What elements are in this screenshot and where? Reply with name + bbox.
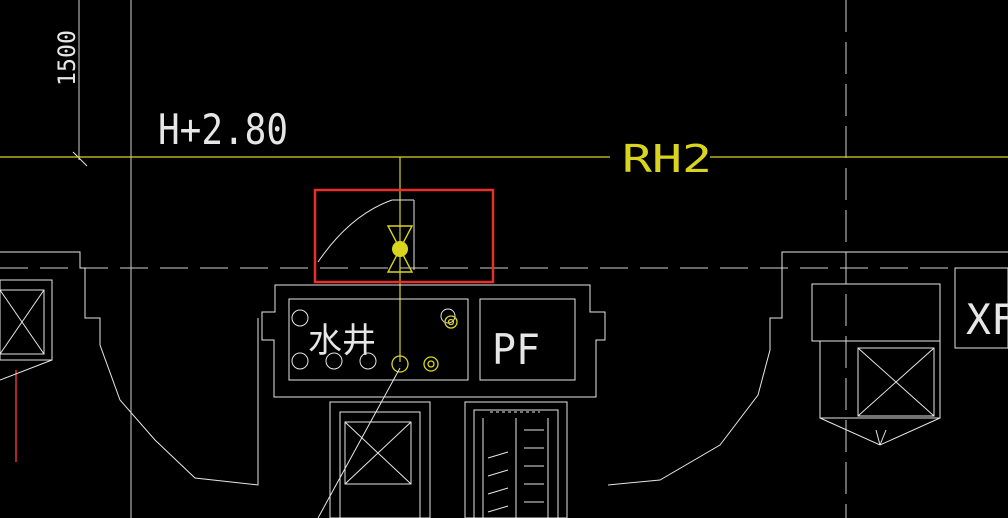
riser-secondary-inner (427, 360, 435, 368)
selection-highlight-box[interactable] (313, 188, 495, 284)
riser-circle-3 (325, 352, 343, 370)
xf-room-label: XF (966, 295, 1008, 344)
riser-circle-1 (291, 309, 309, 327)
riser-circle-4 (359, 352, 377, 370)
door-swing-arc (317, 199, 393, 263)
water-shaft-label: 水井 (308, 321, 376, 361)
core-walls (0, 251, 1008, 486)
elevator-shaft-icon[interactable] (329, 401, 431, 518)
right-elevator-car (857, 347, 935, 417)
stair-outer (464, 401, 568, 518)
pf-room-label: PF (492, 325, 540, 374)
elevator-car (344, 421, 412, 485)
left-core-room (0, 279, 53, 361)
pipe-tag-label: RH2 (622, 137, 712, 181)
pipe-riser-icon[interactable] (391, 315, 458, 373)
riser-circle-2 (291, 352, 309, 370)
stair-icon[interactable] (464, 401, 568, 518)
door-swing (317, 199, 415, 270)
right-wall-curve (607, 251, 1008, 486)
valve-lower-triangle (386, 247, 414, 273)
stair-inner (473, 409, 559, 518)
valve-center-dot (392, 241, 408, 257)
elevator-inner (339, 411, 421, 518)
riser-secondary (423, 356, 439, 372)
leader-line (317, 367, 401, 518)
right-core-skirt-tick-2 (879, 429, 887, 446)
dimension-text: 1500 (53, 30, 81, 86)
pf-room-outline (479, 298, 576, 381)
left-elevator-car (0, 289, 45, 355)
left-core (0, 279, 53, 381)
left-core-skirt (0, 359, 53, 381)
right-core-skirt-tick-1 (875, 429, 881, 446)
elevator-outer (329, 401, 431, 518)
left-wall-curve (0, 251, 259, 486)
core-outer-wall (261, 284, 606, 398)
room-water-shaft[interactable] (288, 298, 469, 381)
room-pf[interactable] (479, 298, 576, 381)
stair-tread-2 (487, 469, 509, 477)
valve-icon[interactable] (386, 225, 414, 273)
xf-room-outline (954, 267, 1008, 349)
right-core-lower (819, 340, 941, 419)
stair-tread-3 (487, 487, 509, 495)
right-core (811, 267, 1008, 446)
elevator-cross-2 (344, 421, 412, 485)
valve-upper-triangle (386, 225, 414, 251)
left-elevator-cross-2 (0, 289, 45, 355)
stair-tread-4 (487, 505, 509, 513)
water-shaft-outline (288, 298, 469, 381)
dimension-tick (72, 151, 88, 167)
riser-main (391, 355, 409, 373)
right-elevator-cross-2 (857, 347, 935, 417)
elevator-shaft-icon[interactable] (857, 347, 935, 417)
elevation-label: H+2.80 (158, 105, 288, 154)
riser-circle-5 (440, 308, 456, 324)
stair-tread-1 (487, 451, 509, 459)
riser-tertiary-inner (447, 318, 455, 326)
riser-tertiary (444, 315, 458, 329)
